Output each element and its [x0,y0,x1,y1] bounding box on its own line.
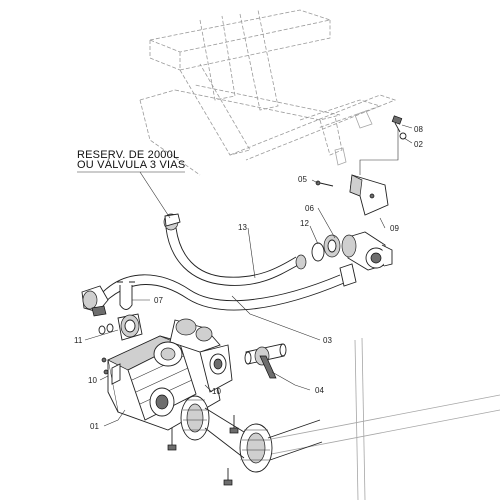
callout-04: 04 [315,386,324,395]
fitting-11 [98,313,143,341]
valve-fitting [341,231,393,271]
callout-12: 12 [300,219,309,228]
mounting-bracket [349,174,389,216]
callout-05: 05 [298,175,307,184]
callout-10-right: 10 [212,387,221,396]
drive-shaft [180,395,323,473]
ball-valve [244,343,287,379]
callout-01: 01 [90,422,99,431]
callout-10-left: 10 [88,376,97,385]
elbow-fitting [81,285,109,317]
screw-05 [315,180,334,187]
pressure-hose-03 [99,263,357,311]
bolt-08 [391,115,403,133]
callout-03: 03 [323,336,332,345]
coupling-ring [311,234,341,262]
callout-08: 08 [414,125,423,134]
lower-frame-ghost [239,337,500,500]
callout-07: 07 [154,296,163,305]
washer-02 [399,132,407,140]
mounting-bolts [167,415,239,486]
note-line-2: OU VÁLVULA 3 VIAS [77,158,185,171]
callout-11: 11 [74,336,83,345]
callout-06: 06 [305,204,314,213]
leader-lines [77,124,413,427]
chassis-frame-ghost [139,9,397,176]
suction-hose-13 [163,213,307,286]
callout-02: 02 [414,140,423,149]
callout-13: 13 [238,223,247,232]
callout-09: 09 [390,224,399,233]
u-bolt-clamp [117,281,135,310]
note-line-1: RESERV. DE 2000L [77,149,179,161]
